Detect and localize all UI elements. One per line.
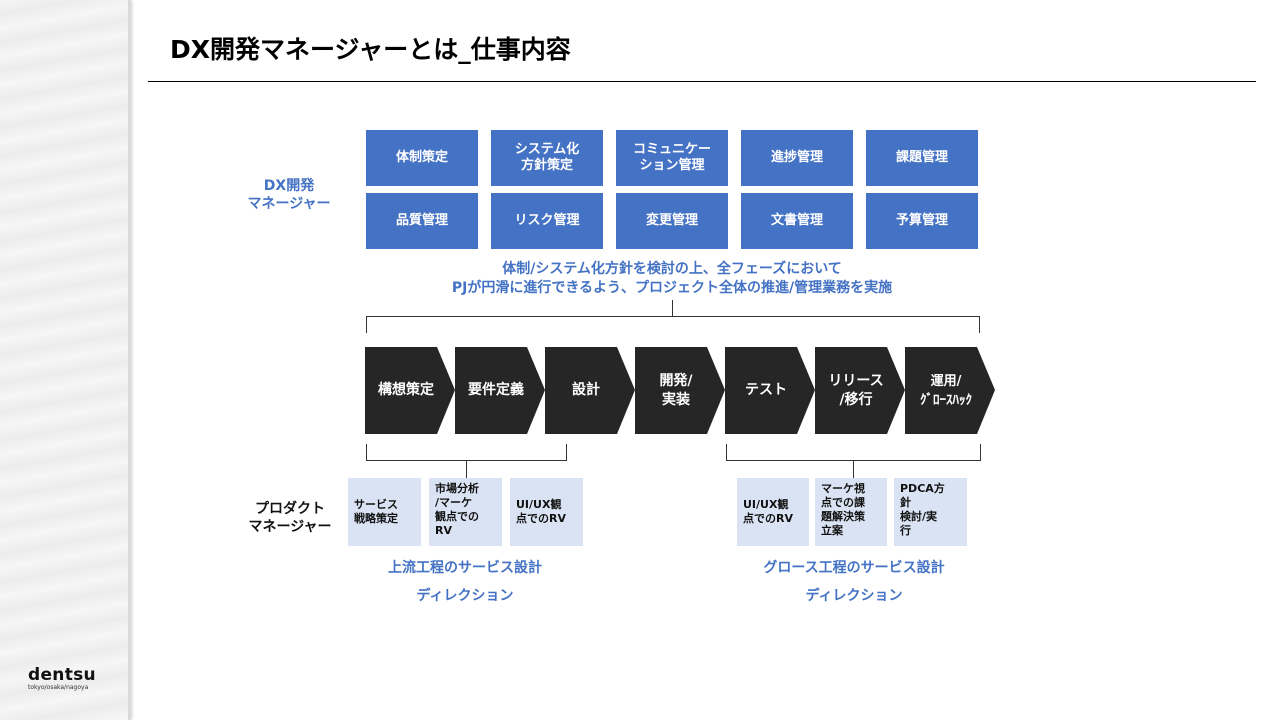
page-title: DX開発マネージャーとは_仕事内容 [170, 35, 571, 64]
upstream-bracket [366, 444, 567, 478]
growth-task-box: PDCA方 針 検討/実 行 [894, 478, 967, 546]
sidebar-decoration: dentsu tokyo/osaka/nagoya [0, 0, 130, 720]
task-box: 変更管理 [616, 193, 728, 249]
dx-bracket [366, 300, 980, 333]
brand-name: dentsu [28, 665, 96, 685]
phase-chevron [365, 347, 455, 434]
phase-chevron [635, 347, 725, 434]
task-box: システム化 方針策定 [491, 130, 603, 186]
brackets [366, 300, 981, 478]
phase-label: 運用/ ｸﾞﾛｰｽﾊｯｸ [920, 373, 972, 408]
task-box: 課題管理 [866, 130, 978, 186]
phase-label: 設計 [572, 382, 600, 398]
task-box: コミュニケー ション管理 [616, 130, 728, 186]
phase-label: テスト [745, 382, 787, 398]
title-divider [148, 81, 1256, 82]
phase-label: リリース /移行 [828, 372, 884, 408]
phase-chevron [815, 347, 905, 434]
growth-caption: グロース工程のサービス設計 [763, 560, 945, 576]
upstream-task-box: UI/UX観 点でのRV [510, 478, 583, 546]
task-box: リスク管理 [491, 193, 603, 249]
upstream-caption: 上流工程のサービス設計 [388, 560, 542, 576]
growth-task-box: マーケ視 点での課 題解決策 立案 [815, 478, 887, 546]
task-box: 予算管理 [866, 193, 978, 249]
role-label-product-manager: プロダクト マネージャー [248, 501, 332, 535]
phase-chevron [455, 347, 545, 434]
task-box: 文書管理 [741, 193, 853, 249]
growth-task-box: UI/UX観 点でのRV [737, 478, 809, 546]
task-box: 体制策定 [366, 130, 478, 186]
phase-chevrons [365, 347, 995, 434]
role-label-dx-manager: DX開発 マネージャー [247, 178, 331, 212]
brand-cities: tokyo/osaka/nagoya [28, 684, 89, 691]
upstream-task-box: 市場分析 /マーケ 観点での RV [429, 478, 502, 546]
phase-chevron [725, 347, 815, 434]
phase-label: 開発/ 実装 [659, 372, 693, 408]
phase-chevron [905, 347, 995, 434]
phase-label: 構想策定 [378, 382, 434, 398]
growth-direction: ディレクション [805, 588, 903, 604]
upstream-direction: ディレクション [416, 588, 514, 604]
upstream-task-box: サービス 戦略策定 [348, 478, 421, 546]
task-box: 品質管理 [366, 193, 478, 249]
task-box: 進捗管理 [741, 130, 853, 186]
phase-chevron [545, 347, 635, 434]
phase-label: 要件定義 [468, 382, 524, 398]
growth-bracket [726, 444, 981, 478]
dx-summary-text: 体制/システム化方針を検討の上、全フェーズにおいて PJが円滑に進行できるよう、… [451, 261, 893, 296]
brand-logo: dentsu tokyo/osaka/nagoya [28, 666, 96, 692]
